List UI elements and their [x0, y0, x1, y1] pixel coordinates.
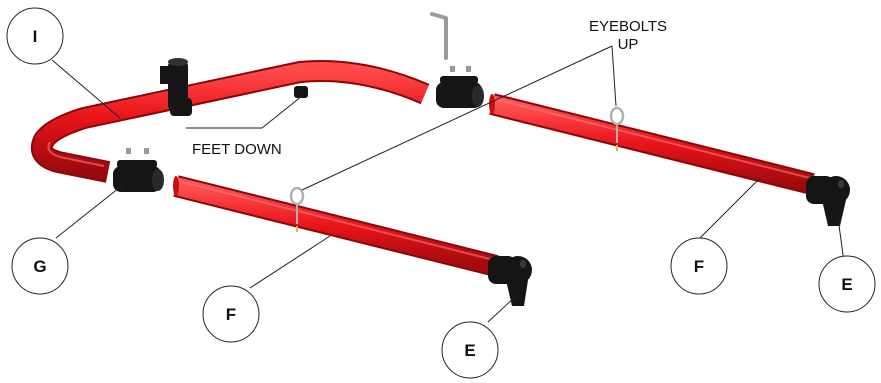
eyebolts-up-label-line2: UP — [618, 36, 639, 53]
t-fitting-upper — [436, 66, 484, 108]
straight-rail-left-part-f — [173, 175, 499, 277]
eyebolt-right-icon — [609, 106, 625, 151]
callout-f-right: F — [670, 237, 728, 295]
end-fitting-right-part-e — [806, 176, 850, 226]
upright-bracket — [160, 58, 192, 116]
callout-f-left: F — [202, 285, 260, 343]
callout-f-right-label: F — [694, 257, 704, 276]
bent-tube-part-i — [30, 59, 430, 183]
callout-e-left-label: E — [464, 341, 475, 360]
straight-rail-right-part-f — [489, 93, 815, 195]
callout-i: I — [6, 7, 64, 65]
eyebolts-up-label-line1: EYEBOLTS — [589, 18, 667, 35]
allen-key-icon — [430, 12, 448, 60]
foot-down — [294, 86, 308, 98]
callout-g-label: G — [33, 257, 46, 276]
feet-down-label: FEET DOWN — [192, 141, 282, 158]
callout-e-left: E — [441, 321, 499, 379]
callout-e-right: E — [818, 255, 876, 313]
leader-lines — [51, 45, 845, 323]
callout-f-left-label: F — [226, 305, 236, 324]
callout-e-right-label: E — [841, 275, 852, 294]
callout-g: G — [11, 237, 69, 295]
t-fitting-part-g — [113, 148, 164, 192]
end-fitting-left-part-e — [488, 256, 532, 306]
eyebolt-left-icon — [289, 186, 305, 232]
callout-i-label: I — [33, 27, 38, 46]
